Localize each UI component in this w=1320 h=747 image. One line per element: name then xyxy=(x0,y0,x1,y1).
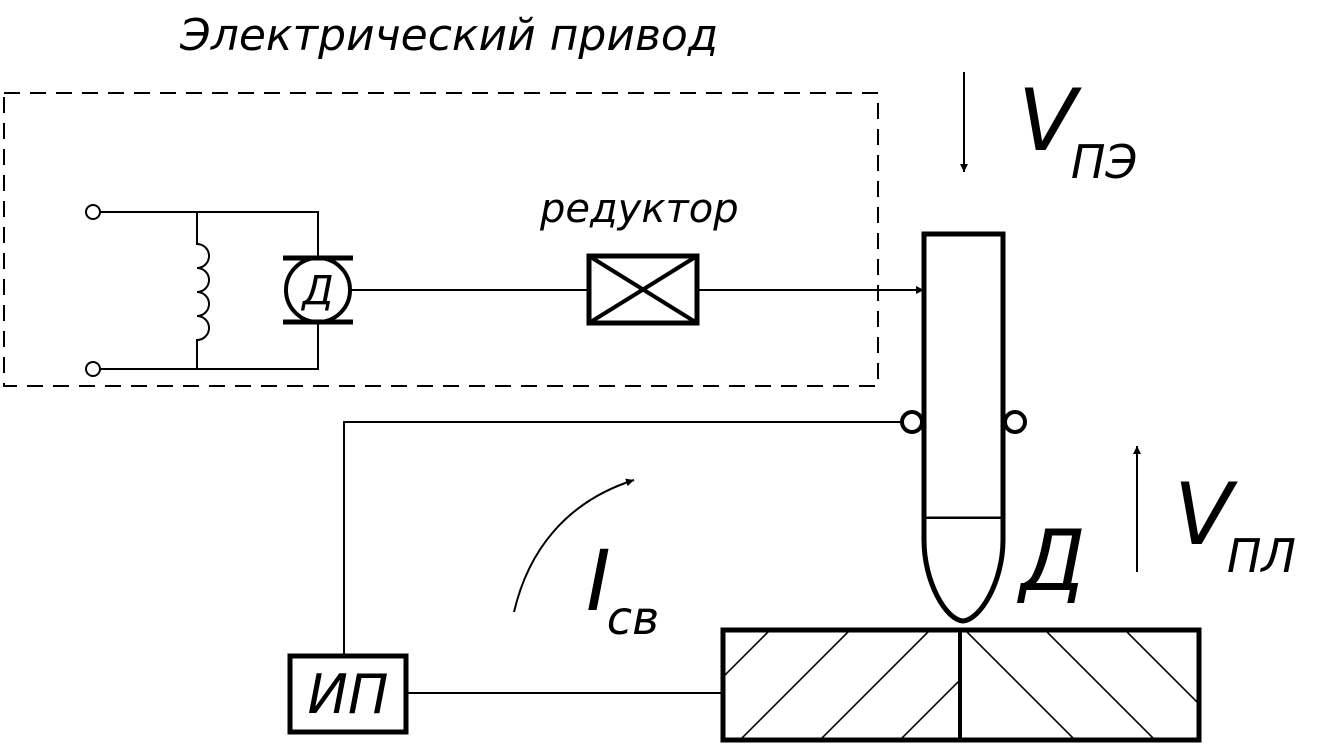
hatch-right xyxy=(963,630,1199,740)
current-label: Iсв xyxy=(586,532,659,645)
input-circuit xyxy=(85,204,319,377)
power-source: ИП xyxy=(287,653,409,735)
melt-speed-label: VПЛ xyxy=(1174,465,1296,583)
motor-label: Д xyxy=(300,268,333,314)
wire-top xyxy=(100,211,319,258)
terminal-top xyxy=(85,204,101,220)
electrode-speed-label: VПЭ xyxy=(1018,71,1138,189)
electrode-body xyxy=(921,231,1006,522)
power-source-box xyxy=(287,653,409,735)
hatch-left xyxy=(723,630,960,740)
gearbox xyxy=(586,253,700,326)
arc-label: Д xyxy=(1016,512,1086,610)
contact-roller-right xyxy=(1003,410,1027,434)
power-source-label: ИП xyxy=(308,663,389,726)
electrode-tip xyxy=(921,519,1006,624)
wire-to-power-source xyxy=(343,421,902,655)
motor: Д xyxy=(283,255,353,325)
gearbox-label: редуктор xyxy=(539,186,739,232)
workpiece xyxy=(720,627,1202,743)
field-winding xyxy=(196,212,210,369)
drive-boundary xyxy=(3,92,879,387)
terminal-bottom xyxy=(85,361,101,377)
contact-roller-left xyxy=(900,410,924,434)
current-direction-arrow xyxy=(513,478,635,613)
title-label: Электрический привод xyxy=(179,10,718,61)
gearbox-cross-b xyxy=(587,254,699,325)
electrode xyxy=(921,231,1006,624)
wire-bottom xyxy=(100,322,319,370)
